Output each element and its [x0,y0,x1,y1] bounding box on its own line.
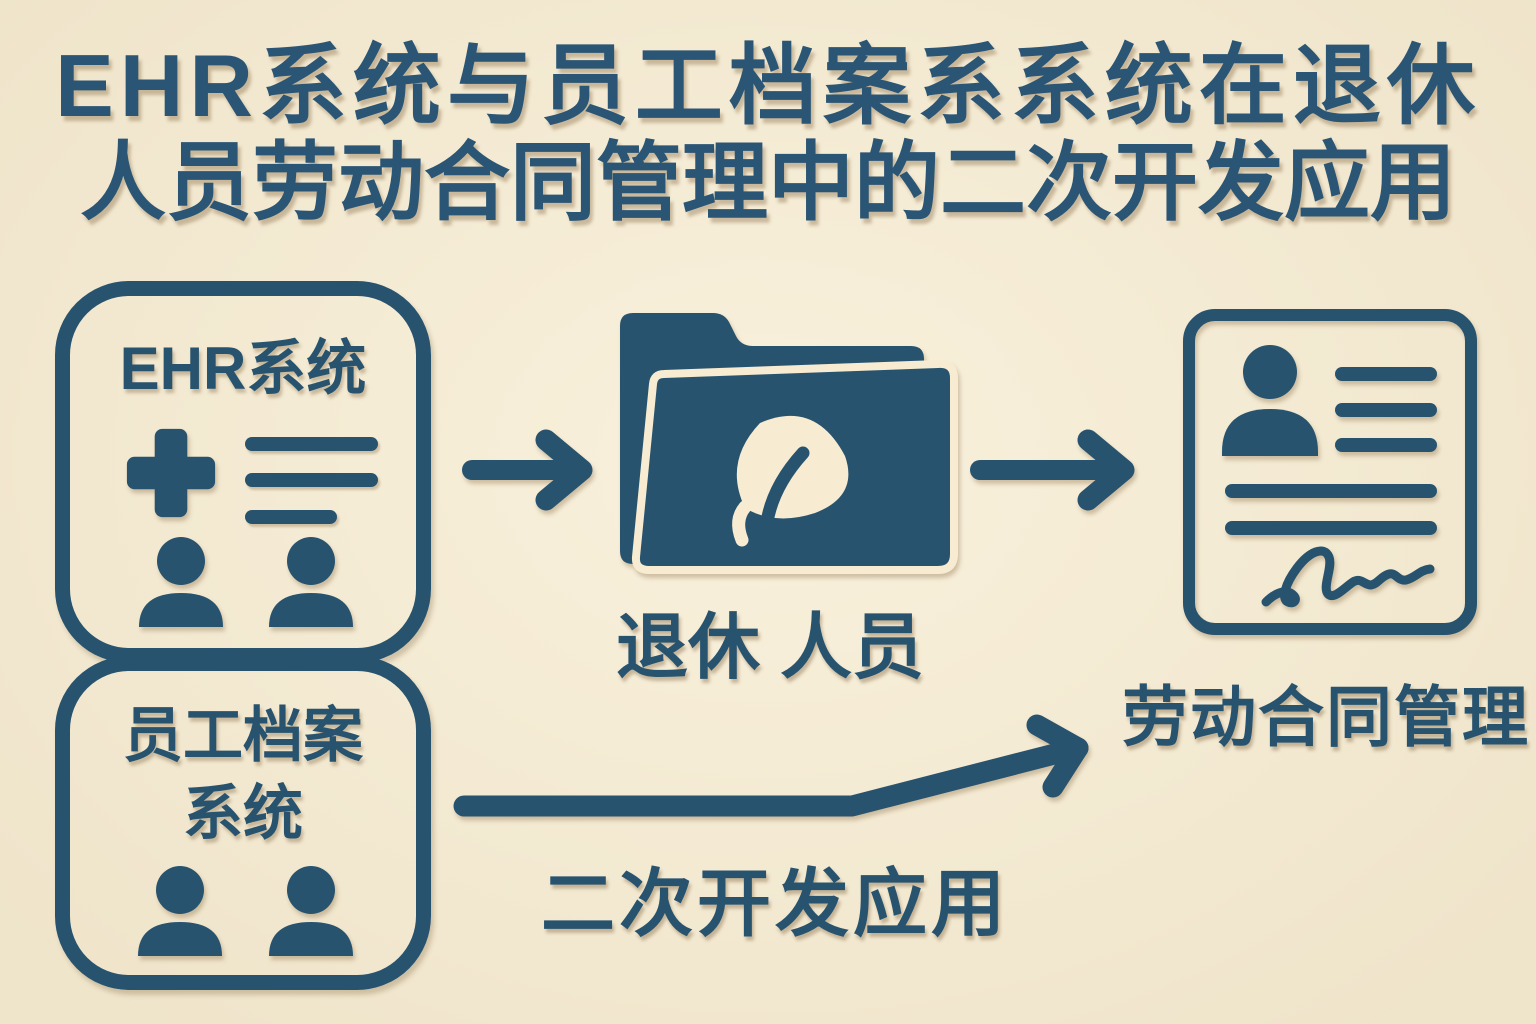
retired-staff-label: 退休 人员 [615,608,924,688]
person-icon [269,866,353,956]
contract-document-icon [1183,309,1477,635]
avatar-icon [1222,345,1318,456]
retired-folder-icon [620,313,958,574]
text-lines [1225,367,1437,535]
page-title-line1: EHR系统与员工档案系系统在退休 [55,36,1481,135]
record-line [245,437,378,451]
employee-archive-label-line2: 系统 [183,780,303,847]
employee-archive-label-line1: 员工档案 [123,702,363,769]
medical-cross-icon [126,428,216,518]
page-title: EHR系统与员工档案系系统在退休 人员劳动合同管理中的二次开发应用 [0,36,1536,233]
bent-arrow-icon [453,714,1089,817]
arrow-right-icon [462,429,593,511]
person-icon [138,866,222,956]
secondary-development-label: 二次开发应用 [541,862,1009,945]
person-icon [269,537,353,627]
record-line [245,510,337,524]
leaf-icon [732,415,849,547]
node-ehr-system: EHR系统 [55,281,431,663]
signature-icon [1261,546,1435,608]
contract-management-label: 劳动合同管理 [1122,680,1530,754]
arrow-right-icon [970,429,1135,511]
record-line [245,473,378,487]
ehr-system-label: EHR系统 [119,335,367,402]
employee-archive-label: 员工档案 系统 [70,697,416,853]
person-icon [139,537,223,627]
page-title-line2: 人员劳动合同管理中的二次开发应用 [80,135,1456,232]
node-employee-archive-system: 员工档案 系统 [55,656,431,990]
